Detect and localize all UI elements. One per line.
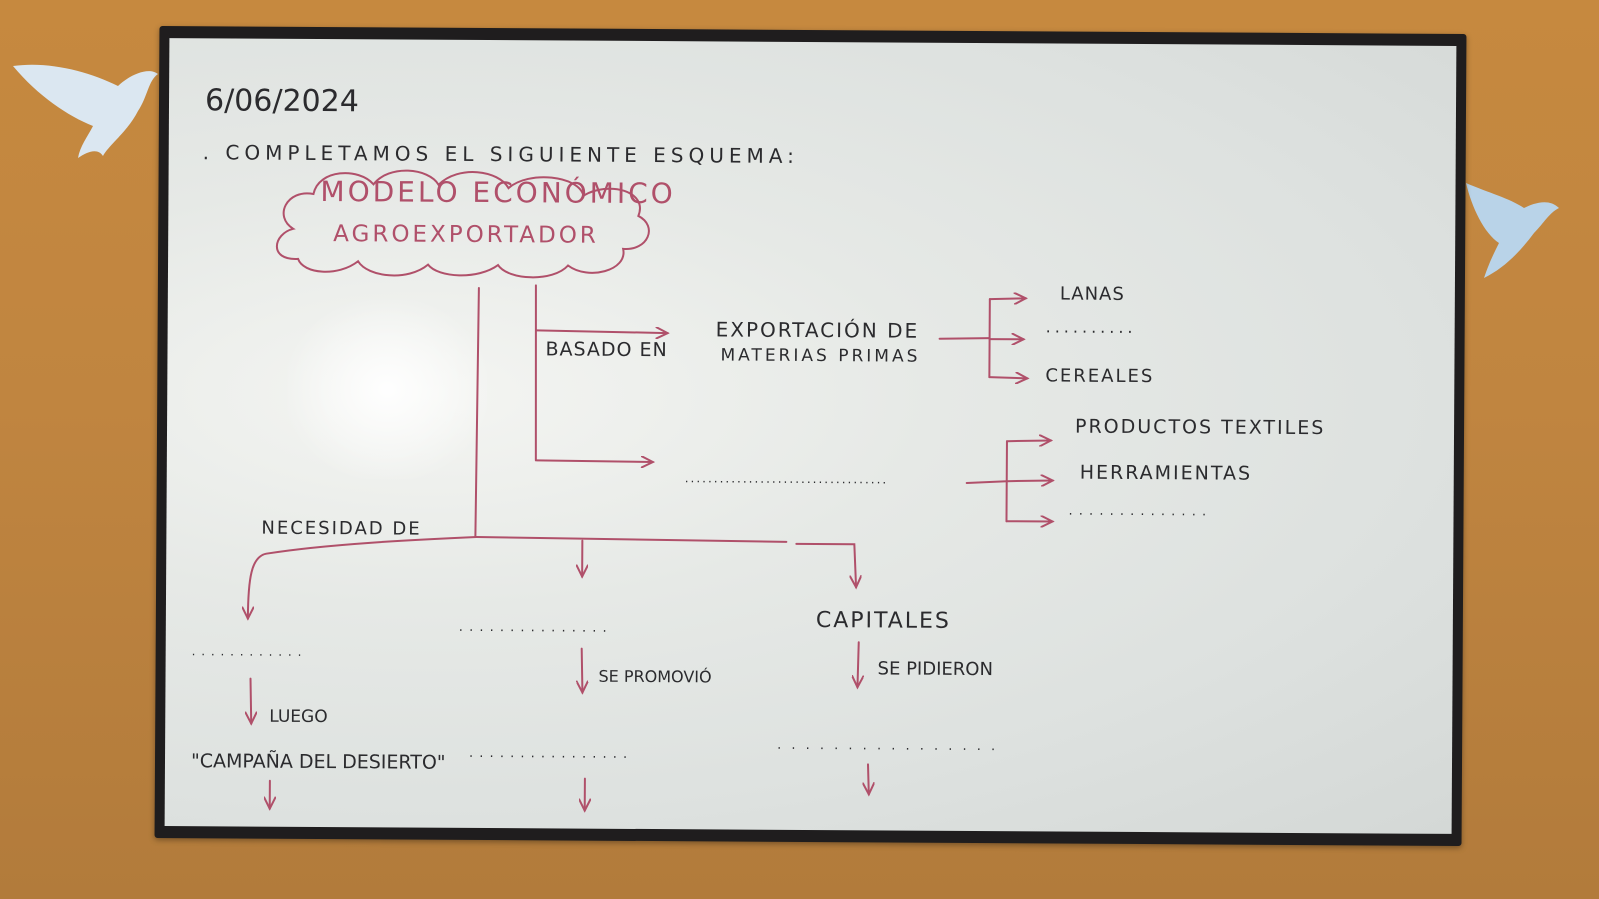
- right-branch-connector: SE PIDIERON: [877, 658, 994, 681]
- whiteboard: 6/06/2024 . COMPLETAMOS EL SIGUIENTE ESQ…: [164, 38, 1457, 834]
- export-item-blank: ..........: [1045, 317, 1137, 337]
- instruction-text: . COMPLETAMOS EL SIGUIENTE ESQUEMA:: [202, 140, 799, 168]
- export-item-lanas: LANAS: [1059, 283, 1125, 305]
- middle-branch-connector: SE PROMOVIÓ: [598, 666, 712, 687]
- cloud-title-line2: AGROEXPORTADOR: [333, 221, 599, 249]
- based-on-label: BASADO EN: [545, 338, 668, 362]
- diagram-lines: [165, 169, 1457, 834]
- cloud-title-line1: MODELO ECONÓMICO: [320, 175, 676, 211]
- whiteboard-frame: 6/06/2024 . COMPLETAMOS EL SIGUIENTE ESQ…: [154, 26, 1467, 846]
- import-blank: ...................................: [684, 471, 889, 487]
- export-line2: MATERIAS PRIMAS: [720, 345, 921, 367]
- cloud-shape: [276, 169, 650, 279]
- left-branch-blank: . . . . . . . . . . . .: [191, 644, 303, 659]
- left-branch-result: "CAMPAÑA DEL DESIERTO": [190, 750, 446, 774]
- dove-icon-left: [13, 64, 158, 158]
- date-text: 6/06/2024: [204, 83, 359, 120]
- export-item-cereales: CEREALES: [1045, 365, 1155, 388]
- middle-branch-blank: . . . . . . . . . . . . . . .: [458, 619, 608, 636]
- right-branch-label: CAPITALES: [815, 608, 952, 634]
- left-branch-connector: LUEGO: [269, 706, 328, 728]
- middle-branch-result-blank: . . . . . . . . . . . . . . . .: [469, 745, 629, 762]
- import-item-blank: . . . . . . . . . . . . . .: [1068, 503, 1208, 520]
- need-label: NECESIDAD DE: [261, 517, 422, 540]
- dove-icon-right: [1466, 183, 1559, 278]
- export-line1: EXPORTACIÓN DE: [715, 317, 920, 343]
- right-branch-result-blank: . . . . . . . . . . . . . . . .: [777, 737, 999, 755]
- import-item-textiles: PRODUCTOS TEXTILES: [1074, 415, 1326, 440]
- import-item-herramientas: HERRAMIENTAS: [1079, 461, 1253, 485]
